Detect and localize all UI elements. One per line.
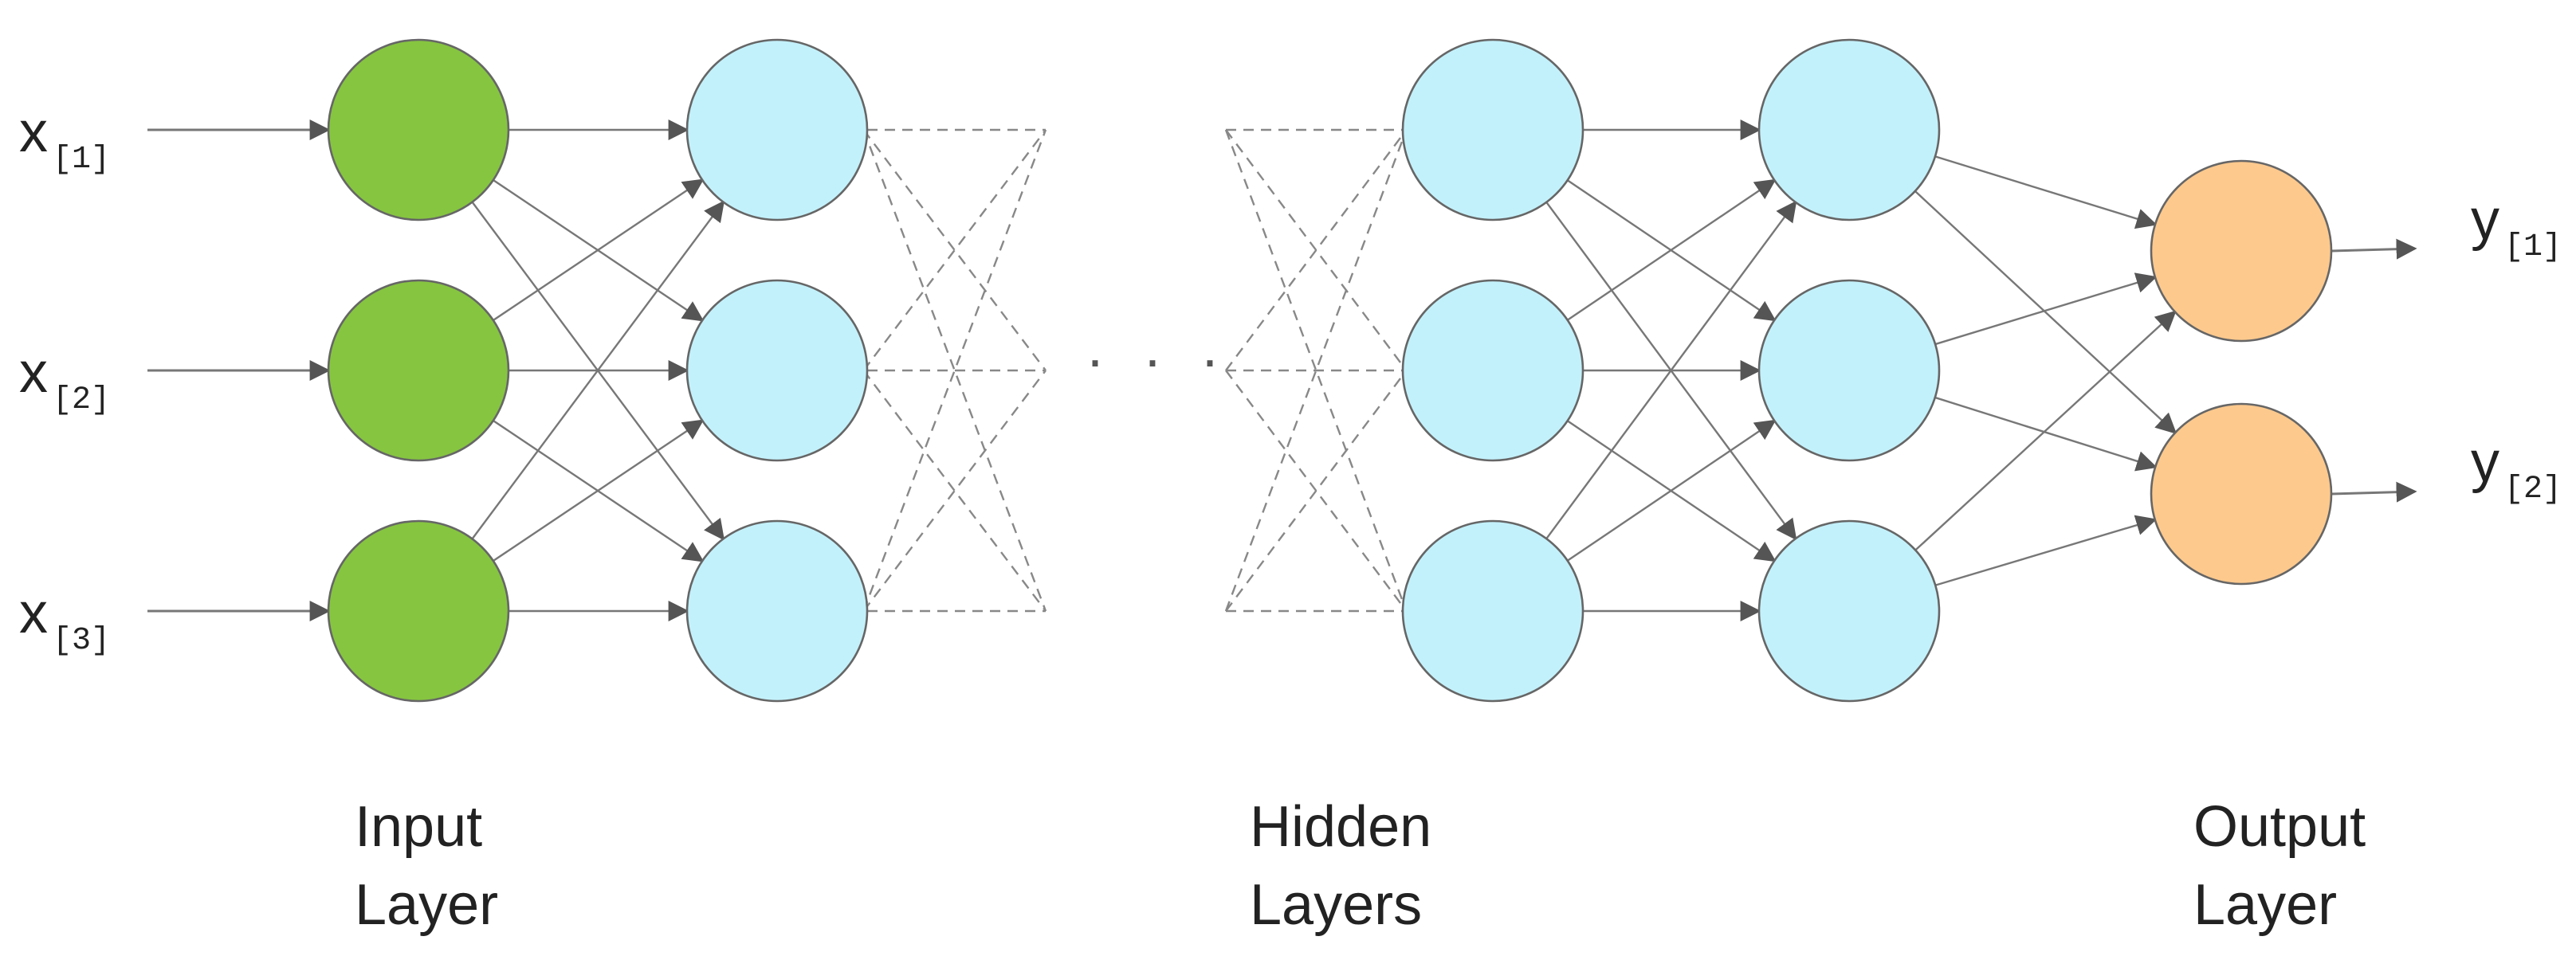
output-layer-label-line1: Output (2193, 795, 2366, 859)
output-layer-label-line2: Layer (2193, 873, 2337, 937)
hidden2-hidden3-edge-2-1 (1566, 178, 1777, 321)
input-label-1: x[1] (19, 100, 110, 178)
output-label-1: y[1] (2471, 188, 2562, 265)
svg-text:y[2]: y[2] (2471, 430, 2562, 507)
hidden3-output-edge-2-1 (1934, 272, 2158, 346)
input-2-symbol: x (19, 341, 48, 405)
input-hidden1-edge-3-1 (471, 200, 725, 540)
hidden3-output-edge-3-2 (1934, 515, 2158, 586)
hidden-2-node-1 (1401, 38, 1584, 221)
hidden-2-node-2 (1401, 279, 1584, 462)
hidden3-output-edge-3-1 (1914, 310, 2177, 551)
hidden2-hidden3-edge-3-1 (1545, 200, 1797, 539)
hidden-3-node-3 (1757, 519, 1941, 703)
hidden3-output-edge-1-1 (1934, 155, 2158, 229)
hidden-1-node-3 (685, 519, 869, 703)
svg-text:y[1]: y[1] (2471, 188, 2562, 265)
svg-text:x[3]: x[3] (19, 582, 110, 659)
input-label-2: x[2] (19, 341, 110, 418)
hidden3-output-edge-1-2 (1914, 190, 2177, 434)
dashed-fan-in-3-1 (1224, 129, 1408, 612)
output-arrow-2 (2331, 481, 2417, 503)
input-2-index: [2] (53, 382, 110, 418)
output-2-index: [2] (2504, 472, 2562, 507)
hidden-layers-label-line2: Layers (1250, 873, 1422, 937)
dashed-fan-in-1-3 (1224, 129, 1408, 612)
hidden-3-node-2 (1757, 279, 1941, 462)
input-node-3 (327, 519, 510, 703)
hidden-3-node-1 (1757, 38, 1941, 221)
dashed-fan-out-1-2 (862, 129, 1046, 371)
input-1-symbol: x (19, 100, 48, 164)
output-1-symbol: y (2471, 188, 2499, 252)
output-label-2: y[2] (2471, 430, 2562, 507)
input-3-symbol: x (19, 582, 48, 645)
output-2-symbol: y (2471, 430, 2499, 494)
dashed-fan-in-2-1 (1225, 129, 1408, 371)
input-layer-label-line2: Layer (355, 873, 498, 937)
hidden-1-node-1 (685, 38, 869, 221)
node-layer (327, 38, 2333, 703)
svg-text:x[2]: x[2] (19, 341, 110, 418)
input-hidden1-edge-2-1 (493, 178, 705, 322)
hidden-2-node-3 (1401, 519, 1584, 703)
dashed-fan-out-3-2 (862, 370, 1046, 612)
output-node-1 (2150, 159, 2333, 343)
svg-text:x[1]: x[1] (19, 100, 110, 178)
input-1-index: [1] (53, 142, 110, 178)
input-label-3: x[3] (19, 582, 110, 659)
output-node-2 (2150, 402, 2333, 586)
hidden2-hidden3-edge-3-2 (1566, 419, 1777, 562)
dashed-fan-in-3-2 (1225, 370, 1408, 612)
input-node-2 (327, 279, 510, 462)
connection-layer (147, 120, 2417, 621)
dashed-fan-out-2-1 (862, 129, 1046, 371)
hidden-layers-ellipsis: · · · (1086, 328, 1231, 392)
input-node-1 (327, 38, 510, 221)
output-arrow-1 (2331, 238, 2417, 260)
hidden-layers-label-line1: Hidden (1250, 795, 1431, 859)
output-1-index: [1] (2504, 229, 2562, 265)
input-hidden1-edge-3-2 (493, 419, 705, 562)
dashed-fan-out-3-1 (862, 129, 1047, 612)
dashed-fan-out-2-3 (862, 370, 1046, 612)
hidden-1-node-2 (685, 279, 869, 462)
input-3-index: [3] (53, 623, 110, 659)
dashed-fan-out-1-3 (862, 129, 1047, 612)
input-layer-label-line1: Input (355, 795, 482, 859)
